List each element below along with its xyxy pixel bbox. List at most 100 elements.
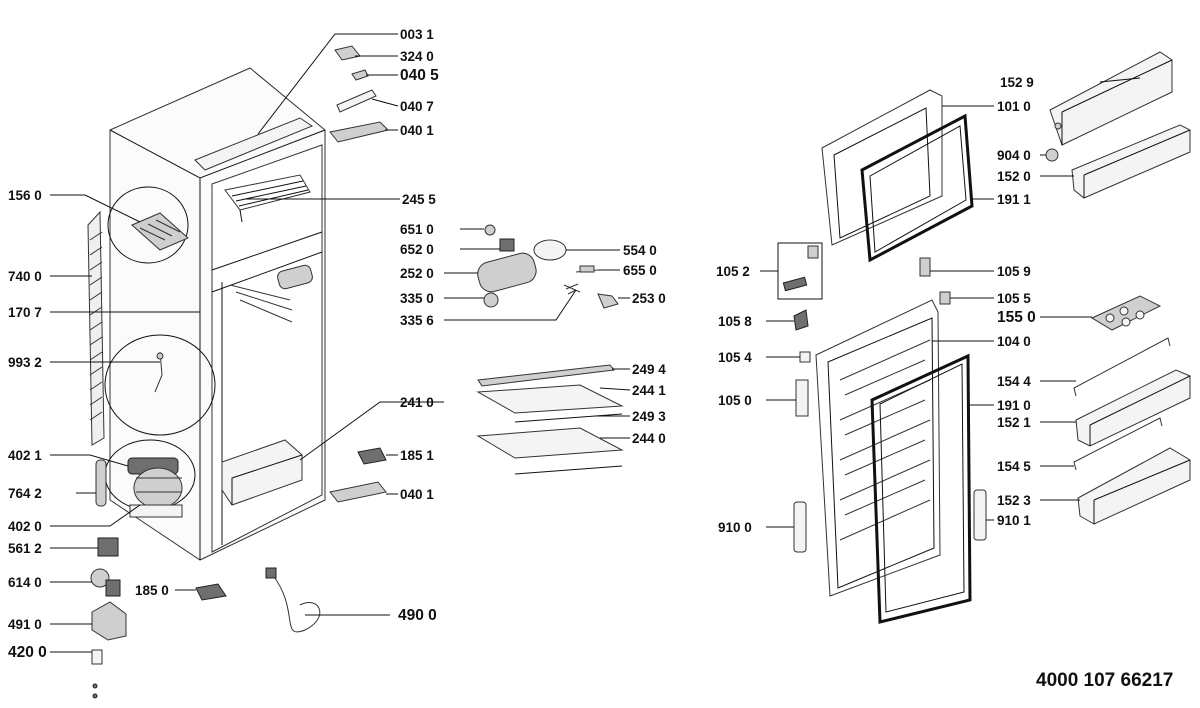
crisper-drawer: [221, 439, 303, 506]
label-241-0: 241 0: [400, 395, 434, 410]
fridge-door-gasket: [870, 353, 972, 624]
label-420-0: 420 0: [8, 644, 47, 661]
label-249-3: 249 3: [632, 409, 666, 424]
label-249-4: 249 4: [632, 362, 666, 377]
door-pin: [799, 351, 811, 363]
hinge-cover-small: [357, 447, 387, 465]
label-104-0: 104 0: [997, 334, 1031, 349]
label-910-0: 910 0: [718, 520, 752, 535]
label-335-6: 335 6: [400, 313, 434, 328]
label-152-3: 152 3: [997, 493, 1031, 508]
label-154-4: 154 4: [997, 374, 1031, 389]
label-105-5: 105 5: [997, 291, 1031, 306]
relay: [97, 537, 119, 557]
capacitor: [91, 649, 103, 665]
label-156-0: 156 0: [8, 188, 42, 203]
doors-drawing: [777, 51, 1191, 624]
label-252-0: 252 0: [400, 266, 434, 281]
bottle-retainer-lower: [1073, 417, 1163, 471]
overload-protector: [90, 568, 110, 588]
label-101-0: 101 0: [997, 99, 1031, 114]
label-490-0: 490 0: [398, 607, 437, 624]
washer: [1045, 148, 1059, 162]
filter-drier: [95, 459, 107, 507]
label-904-0: 904 0: [997, 148, 1031, 163]
label-040-1-bottom: 040 1: [400, 487, 434, 502]
door-shelf-lower: [1077, 447, 1191, 525]
label-105-2: 105 2: [716, 264, 750, 279]
fridge-door: [815, 299, 941, 597]
label-561-2: 561 2: [8, 541, 42, 556]
label-491-0: 491 0: [8, 617, 42, 632]
label-105-4: 105 4: [718, 350, 752, 365]
label-155-0: 155 0: [997, 309, 1036, 326]
label-152-1: 152 1: [997, 415, 1031, 430]
door-stop: [919, 257, 931, 277]
label-614-0: 614 0: [8, 575, 42, 590]
label-152-0: 152 0: [997, 169, 1031, 184]
lamp-socket: [499, 238, 515, 252]
door-shelf-upper: [1075, 369, 1191, 447]
drawing-number: 4000 107 66217: [1036, 670, 1174, 691]
door-catch: [793, 309, 809, 331]
label-170-7: 170 7: [8, 305, 42, 320]
label-040-7: 040 7: [400, 99, 434, 114]
freezer-door-gasket: [860, 113, 974, 263]
hinge-washer: [351, 69, 369, 81]
label-003-1: 003 1: [400, 27, 434, 42]
label-105-0: 105 0: [718, 393, 752, 408]
label-402-1: 402 1: [8, 448, 42, 463]
lamp-switch: [597, 293, 619, 309]
egg-tray: [1090, 295, 1162, 331]
compressor: [127, 457, 183, 518]
label-040-1-top: 040 1: [400, 123, 434, 138]
label-105-9: 105 9: [997, 264, 1031, 279]
power-cord: [271, 573, 321, 633]
condenser: [87, 210, 105, 446]
thermostat-knob: [483, 292, 499, 308]
label-191-0: 191 0: [997, 398, 1031, 413]
part-labels: 003 1 324 0 040 5 040 7 040 1 156 0 245 …: [8, 27, 1036, 661]
label-105-8: 105 8: [718, 314, 752, 329]
label-993-2: 993 2: [8, 355, 42, 370]
hinge-pin: [334, 45, 361, 61]
sensor-wire: [154, 351, 163, 393]
label-191-1: 191 1: [997, 192, 1031, 207]
label-740-0: 740 0: [8, 269, 42, 284]
freezer-door: [821, 89, 943, 246]
foot: [195, 583, 227, 601]
hinge-bushing: [939, 291, 951, 305]
thermostat: [579, 265, 595, 273]
leader-lines: [50, 33, 1141, 653]
relay-cover: [91, 601, 127, 641]
label-244-0: 244 0: [632, 431, 666, 446]
middle-hinge: [795, 379, 809, 417]
label-040-5: 040 5: [400, 67, 439, 84]
label-554-0: 554 0: [623, 243, 657, 258]
label-152-9: 152 9: [1000, 75, 1034, 90]
label-253-0: 253 0: [632, 291, 666, 306]
label-185-1: 185 1: [400, 448, 434, 463]
label-652-0: 652 0: [400, 242, 434, 257]
lamp-cover: [533, 239, 567, 261]
bottle-retainer-upper: [1073, 337, 1171, 397]
top-hinge: [329, 121, 389, 143]
cabinet-drawing: [87, 45, 624, 699]
dairy-compartment: [1071, 124, 1191, 199]
label-324-0: 324 0: [400, 49, 434, 64]
label-244-1: 244 1: [632, 383, 666, 398]
hinge-cover: [336, 89, 377, 113]
door-handle-right: [973, 489, 987, 541]
thermostat-housing: [477, 252, 537, 293]
dairy-compartment-lid: [1049, 51, 1173, 146]
glass-shelf-lower: [476, 427, 624, 475]
thermostat-spring: [563, 283, 581, 295]
door-handle-left: [793, 501, 807, 553]
label-655-0: 655 0: [623, 263, 657, 278]
ice-cube-tray: [131, 212, 189, 251]
label-245-5: 245 5: [402, 192, 436, 207]
bottom-hinge: [329, 481, 387, 503]
label-910-1: 910 1: [997, 513, 1031, 528]
freezer-wire-shelf: [224, 174, 311, 223]
